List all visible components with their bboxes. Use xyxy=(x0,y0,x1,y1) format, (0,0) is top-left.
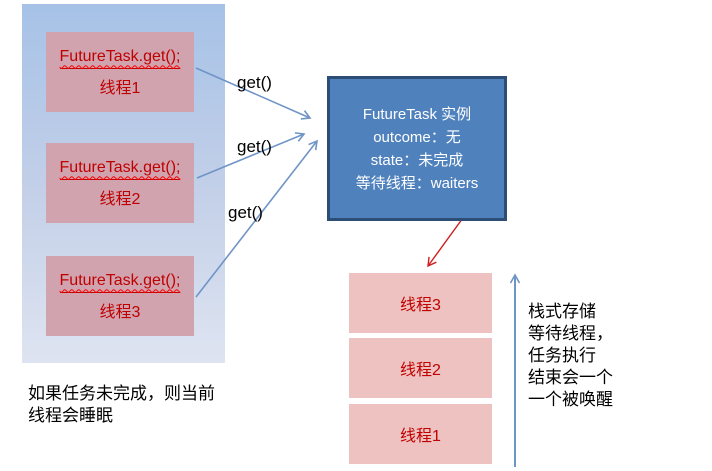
stack-label-thread3: 线程3 xyxy=(400,297,441,314)
caller-code-thread3: FutureTask.get(); xyxy=(59,271,181,293)
caller-code-thread2: FutureTask.get(); xyxy=(59,158,181,180)
caller-box-thread1: FutureTask.get(); 线程1 xyxy=(46,32,194,112)
stack-storage-note-line3: 任务执行 xyxy=(528,346,596,365)
stack-storage-note-line2: 等待线程， xyxy=(528,324,613,343)
get-call-label-1: get() xyxy=(237,73,272,92)
futuretask-outcome: outcome：无 xyxy=(373,128,461,146)
caller-code-thread1: FutureTask.get(); xyxy=(59,47,181,69)
stack-storage-note-line5: 一个被唤醒 xyxy=(528,390,613,409)
caller-label-thread3: 线程3 xyxy=(99,303,141,321)
stack-storage-note: 栈式存储 等待线程， 任务执行 结束会一个 一个被唤醒 xyxy=(528,301,613,411)
caller-box-thread3: FutureTask.get(); 线程3 xyxy=(46,256,194,336)
futuretask-instance-box: FutureTask 实例 outcome：无 state：未完成 等待线程：w… xyxy=(327,76,507,221)
get-call-label-2: get() xyxy=(237,137,272,156)
sleep-note-line2: 线程会睡眠 xyxy=(28,406,113,425)
caller-threads-panel: FutureTask.get(); 线程1 FutureTask.get(); … xyxy=(22,4,225,363)
caller-label-thread1: 线程1 xyxy=(99,79,141,97)
caller-label-thread2: 线程2 xyxy=(99,190,141,208)
stack-box-thread3: 线程3 xyxy=(349,273,492,333)
stack-storage-note-line4: 结束会一个 xyxy=(528,368,613,387)
get-call-label-3: get() xyxy=(228,203,263,222)
stack-label-thread1: 线程1 xyxy=(400,428,441,445)
futuretask-state: state：未完成 xyxy=(370,151,464,169)
futuretask-title: FutureTask 实例 xyxy=(362,105,472,123)
stack-box-thread2: 线程2 xyxy=(349,338,492,398)
stack-storage-note-line1: 栈式存储 xyxy=(528,302,596,321)
stack-box-thread1: 线程1 xyxy=(349,404,492,464)
stack-label-thread2: 线程2 xyxy=(400,362,441,379)
sleep-note: 如果任务未完成，则当前 线程会睡眠 xyxy=(28,383,215,427)
sleep-note-line1: 如果任务未完成，则当前 xyxy=(28,384,215,403)
futuretask-waiters: 等待线程：waiters xyxy=(355,174,479,192)
caller-box-thread2: FutureTask.get(); 线程2 xyxy=(46,143,194,223)
